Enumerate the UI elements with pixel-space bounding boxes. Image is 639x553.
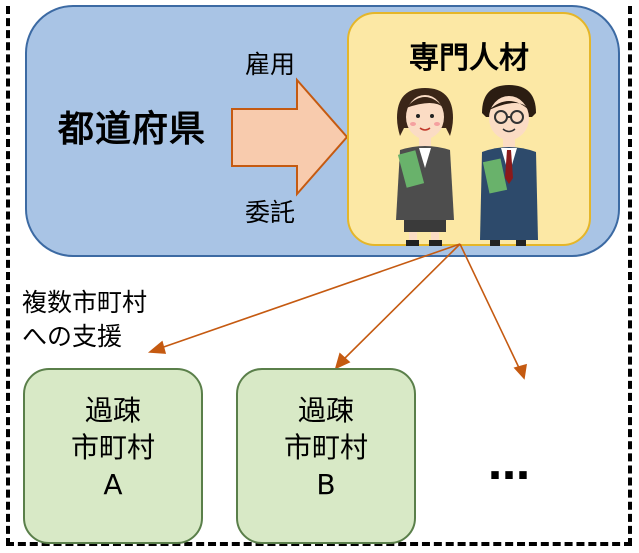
connector-to-b: [340, 243, 461, 363]
man-icon: [480, 85, 538, 246]
connector-to-a: [154, 243, 461, 351]
connector-to-more-head: [513, 363, 527, 380]
expert-title: 専門人材: [409, 41, 529, 76]
municipality-b-line3: B: [316, 467, 336, 501]
municipality-b-line2: 市町村: [283, 430, 368, 464]
consign-label: 委託: [245, 198, 296, 227]
municipality-a-box: 過疎 市町村 A: [23, 368, 203, 544]
municipality-b-box: 過疎 市町村 B: [236, 368, 416, 544]
support-label: 複数市町村 への支援: [22, 286, 147, 354]
municipality-a-line3: A: [103, 467, 123, 501]
municipality-a-line1: 過疎: [84, 394, 141, 427]
support-connectors: [147, 243, 527, 380]
connector-to-more: [459, 243, 522, 373]
more-municipalities-ellipsis: …: [488, 440, 532, 489]
connector-to-b-head: [334, 352, 351, 370]
hire-label: 雇用: [245, 50, 296, 79]
expert-box: 専門人材: [347, 12, 591, 246]
dashed-frame: [6, 6, 632, 546]
woman-icon: [396, 88, 454, 246]
municipality-a-line2: 市町村: [70, 430, 155, 464]
connector-to-a-head: [147, 340, 167, 354]
support-label-line1: 複数市町村: [22, 288, 148, 317]
prefecture-label: 都道府県: [58, 109, 207, 150]
municipality-b-line1: 過疎: [297, 394, 354, 427]
support-label-line2: への支援: [22, 321, 123, 351]
